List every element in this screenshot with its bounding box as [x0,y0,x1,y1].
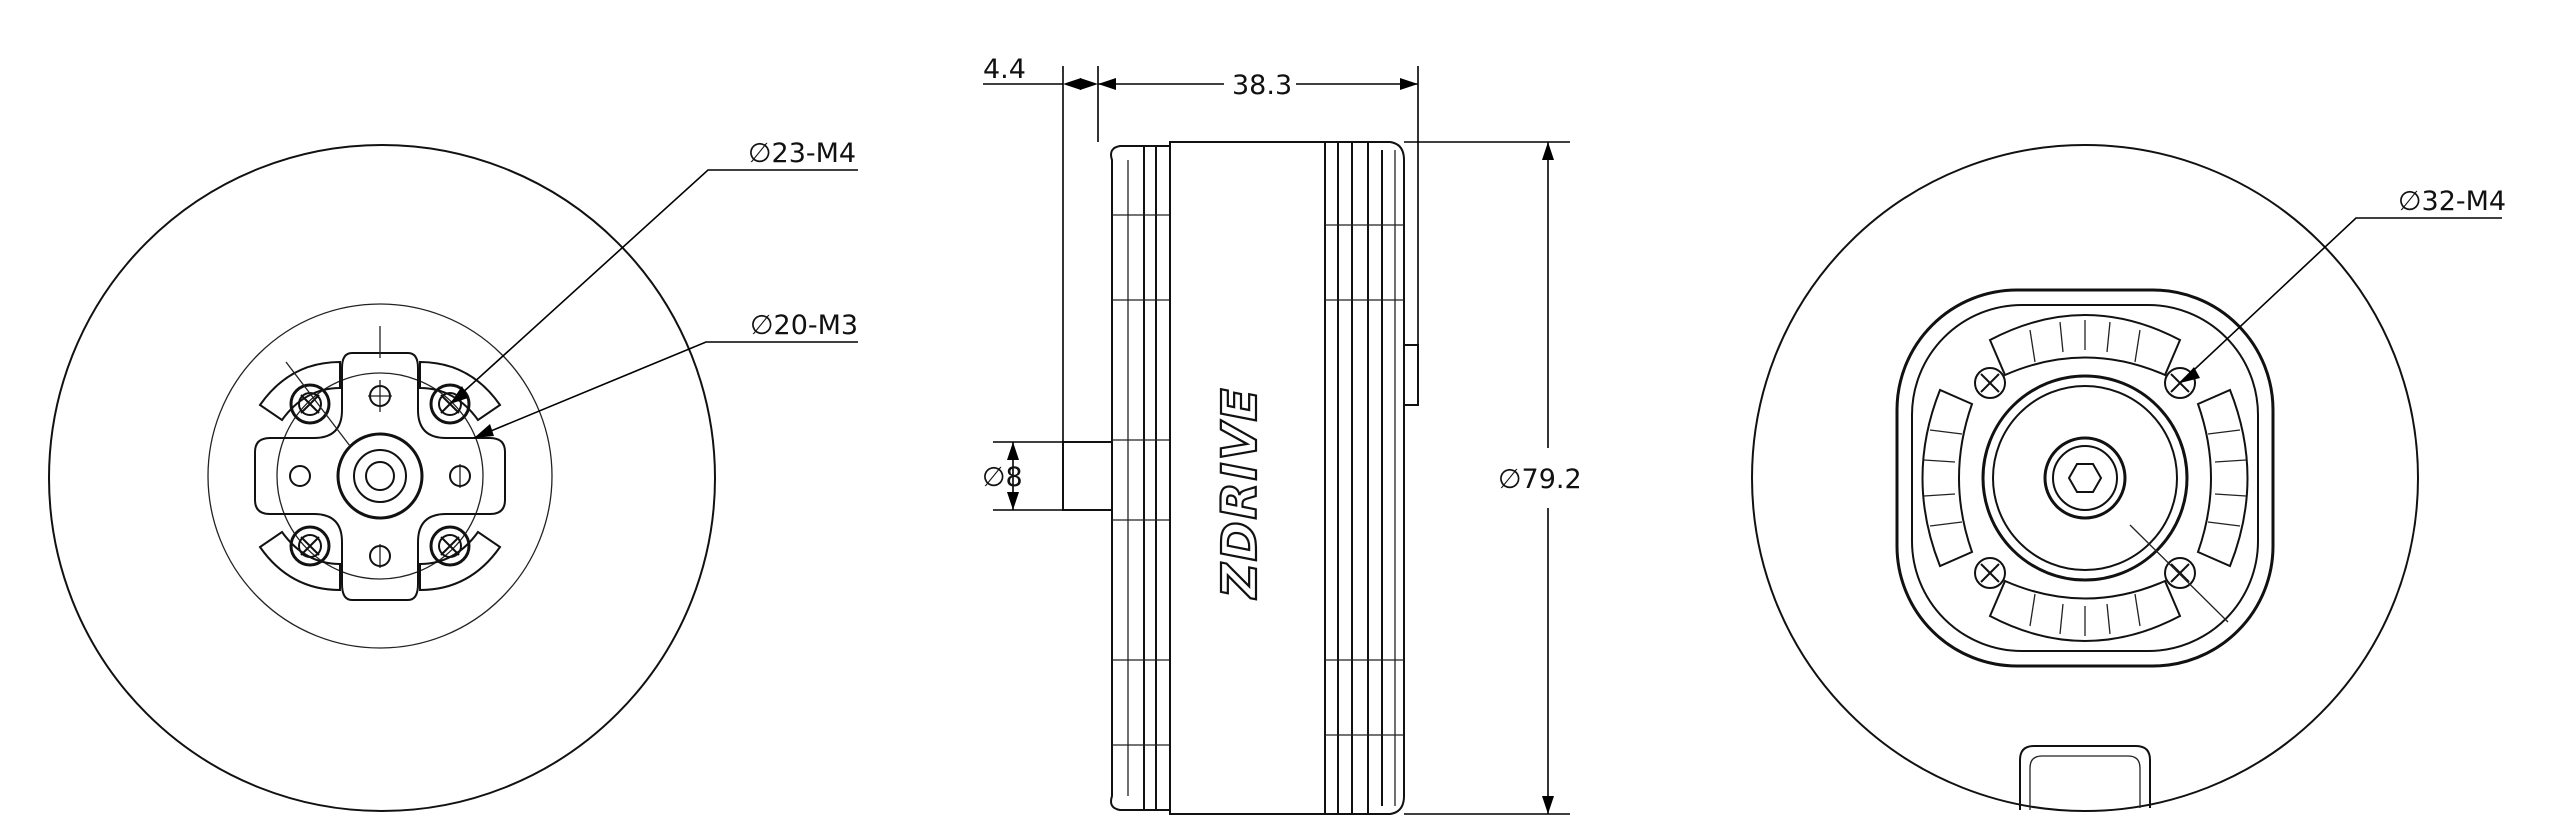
front-centerline-diag [285,361,351,447]
dim-shaft-diameter: ∅8 [982,462,1023,493]
side-front-flange [1110,145,1171,811]
dim-body-length: 38.3 [1232,70,1292,101]
front-bolt-circle [276,372,484,580]
rear-bearing-outer [1981,374,2189,582]
rear-connector-tab [2019,745,2151,810]
front-shaft-ring [353,449,407,503]
rear-housing [1895,288,2275,668]
front-m4-screw-tl [289,383,331,425]
rear-m4-screw-bl [1974,557,2006,589]
rear-vent-bottom [1988,579,2182,642]
front-m3-hole-right [449,464,471,488]
rear-m4-screw-tl [1974,367,2006,399]
rear-vent-left [1921,388,1974,568]
front-callout-m4: ∅23-M4 [748,138,856,169]
front-leader-m4 [449,169,858,405]
front-leader-m3 [473,341,858,439]
front-cross-plate [254,352,506,601]
side-view: ZDRIVE 4.4 38.3 ∅8 [982,54,1582,815]
front-hub-circle [207,303,553,649]
side-rear-flange [1324,141,1405,815]
front-outer-rim [48,144,716,812]
front-shaft-core [365,461,395,491]
front-m3-hole-bottom [369,544,391,568]
rear-callout-m4: ∅32-M4 [2398,186,2506,217]
rear-outer-rim [1751,144,2419,812]
front-slot-bottom-left [258,530,341,592]
front-m4-screw-bl [289,525,331,567]
rear-m4-screw-br [2164,557,2196,589]
front-m3-hole-left [289,465,311,487]
brand-logo: ZDRIVE [1212,387,1268,600]
front-callout-m3: ∅20-M3 [750,310,858,341]
front-m3-hole-top [368,380,392,412]
rear-bearing-ring [1992,385,2178,571]
front-slot-bottom-right [419,530,502,592]
rear-hex-socket [2067,463,2103,493]
front-m4-screw-br [429,525,471,567]
rear-view: ∅32-M4 [1751,144,2506,812]
dim-shaft-offset: 4.4 [983,54,1026,85]
dim-outer-diameter: ∅79.2 [1498,464,1582,495]
front-shaft-collar [336,432,424,520]
rear-shaft-boss [2043,436,2127,520]
rear-housing-inner [1911,304,2259,652]
rear-vent-top [1988,314,2182,377]
side-rear-boss [1403,344,1419,406]
rear-vent-right [2196,388,2249,568]
rear-leader-m4 [2179,217,2502,384]
side-shaft [1062,441,1113,511]
rear-centerline-diag [2129,524,2229,623]
front-view: ∅23-M4 ∅20-M3 [48,138,858,812]
